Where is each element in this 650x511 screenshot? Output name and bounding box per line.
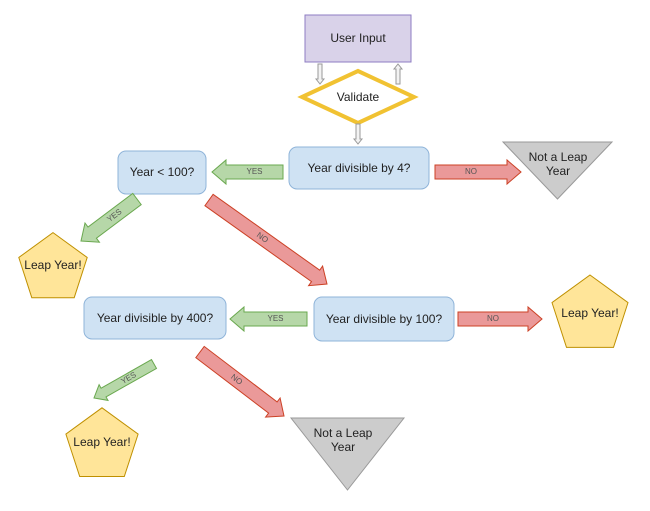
no-arrow-div100 bbox=[457, 305, 543, 333]
not-leap-top-triangle bbox=[501, 141, 614, 200]
leap-bottom-pentagon bbox=[65, 407, 139, 477]
div4-label: Year divisible by 4? bbox=[308, 161, 411, 175]
flow-arrow-down bbox=[314, 63, 326, 85]
div4-box bbox=[288, 146, 430, 190]
leap-right-label: Leap Year! bbox=[561, 306, 618, 320]
validate-label: Validate bbox=[337, 90, 380, 104]
leap-right-pentagon bbox=[551, 274, 629, 348]
yes-label-div4: YES bbox=[246, 167, 262, 176]
yes-arrow-div4 bbox=[211, 158, 284, 186]
year-lt-100-box bbox=[117, 150, 207, 195]
year-lt-100-label: Year < 100? bbox=[130, 165, 195, 179]
leap-left-pentagon bbox=[18, 231, 88, 299]
div400-box bbox=[83, 296, 227, 340]
leap-bottom-label: Leap Year! bbox=[73, 435, 130, 449]
div100-box bbox=[313, 296, 455, 342]
no-arrow-lt100 bbox=[204, 193, 328, 287]
flow-arrow-validate bbox=[352, 123, 364, 145]
no-label-div4: NO bbox=[465, 167, 477, 176]
no-arrow-div4 bbox=[434, 158, 522, 186]
user-input-label: User Input bbox=[330, 31, 386, 45]
yes-arrow-div400 bbox=[93, 358, 158, 402]
not-leap-bottom-triangle bbox=[289, 417, 406, 491]
yes-arrow-lt100 bbox=[80, 192, 142, 243]
no-label-div100: NO bbox=[487, 314, 499, 323]
div400-label: Year divisible by 400? bbox=[97, 311, 214, 325]
yes-label-div100: YES bbox=[267, 314, 283, 323]
flow-arrow-up bbox=[392, 63, 404, 85]
validate-diamond bbox=[297, 68, 419, 126]
div100-label: Year divisible by 100? bbox=[326, 312, 443, 326]
no-arrow-div400 bbox=[195, 345, 285, 418]
leap-left-label: Leap Year! bbox=[24, 258, 81, 272]
yes-arrow-div100 bbox=[229, 305, 308, 333]
user-input-box bbox=[304, 14, 412, 63]
